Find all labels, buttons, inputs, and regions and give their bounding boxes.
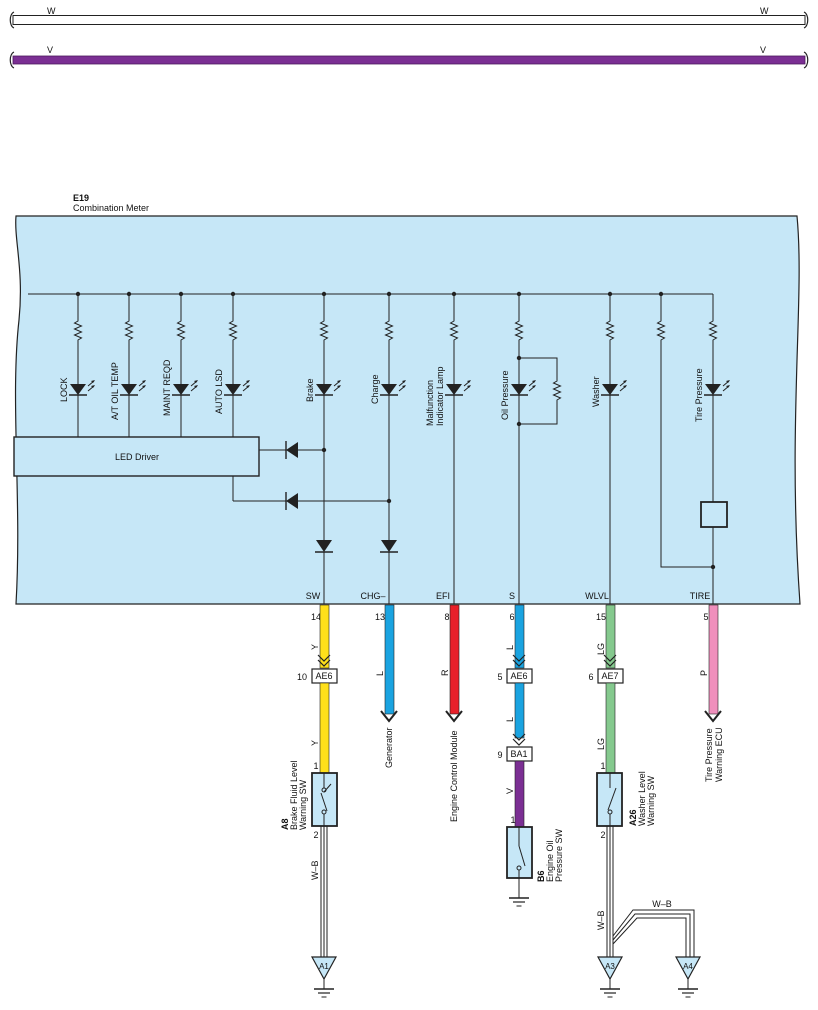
- wire-s-color-mid: L: [505, 717, 515, 722]
- indicator-lock: LOCK: [59, 294, 96, 437]
- pin-efi: 8: [444, 612, 449, 622]
- led-driver-label: LED Driver: [115, 452, 159, 462]
- bus-w-label-right: W: [760, 6, 769, 16]
- meter-code: E19: [73, 193, 89, 203]
- indicator-lock-label: LOCK: [59, 377, 69, 402]
- indicator-at-oil-temp-label: A/T OIL TEMP: [110, 362, 120, 420]
- indicator-at-oil-temp: A/T OIL TEMP: [110, 294, 147, 437]
- connector-ae6-a-pin: 10: [297, 672, 307, 682]
- indicator-auto-lsd-label: AUTO LSD: [214, 369, 224, 414]
- a26-code: A26: [628, 809, 638, 826]
- indicator-washer-label: Washer: [591, 376, 601, 407]
- indicator-brake: Brake: [305, 294, 342, 604]
- indicator-mil-label-1: Malfunction: [425, 380, 435, 426]
- a8-code: A8: [280, 818, 290, 830]
- indicator-brake-label: Brake: [305, 378, 315, 402]
- wire-chg-color: L: [375, 671, 385, 676]
- indicator-maint-reqd-label: MAINT REQD: [162, 359, 172, 416]
- wire-sw-color-bottom: Y: [310, 740, 320, 746]
- a8-name-1: Brake Fluid Level: [289, 760, 299, 830]
- b6-name-1: Engine Oil: [545, 840, 555, 882]
- wire-efi: R Engine Control Module: [440, 604, 463, 822]
- a26-pin-bottom: 2: [600, 830, 605, 840]
- wire-sw-color-top: Y: [310, 644, 320, 650]
- wire-tire-color: P: [699, 670, 709, 676]
- bus-w: W W: [9, 6, 809, 29]
- wire-s-color-top: L: [505, 645, 515, 650]
- wire-s-color-bottom: V: [505, 788, 515, 794]
- destination-ecm: Engine Control Module: [449, 730, 459, 822]
- wire-s: L AE6 5 L BA1 9 V: [497, 604, 533, 829]
- connector-ba1-pin: 9: [497, 750, 502, 760]
- component-a8: 1 2 A8 Brake Fluid Level Warning SW W–B …: [280, 760, 338, 998]
- connector-ae6-b-pin: 5: [497, 672, 502, 682]
- bus-v-label-left: V: [47, 45, 53, 55]
- connector-ae6-b-id: AE6: [510, 671, 527, 681]
- indicator-washer: Washer: [591, 294, 628, 604]
- bus-v: V V: [9, 45, 809, 69]
- a26-name-2: Warning SW: [646, 775, 656, 826]
- destination-tpms-1: Tire Pressure: [704, 728, 714, 782]
- terminal-efi: EFI: [436, 591, 450, 601]
- meter-panel: [14, 215, 801, 605]
- ground-a4: A4: [683, 962, 693, 971]
- destination-tpms-2: Warning ECU: [714, 727, 724, 782]
- component-a26: 1 2 A26 Washer Level Warning SW W–B W–B …: [596, 761, 702, 998]
- meter-name: Combination Meter: [73, 203, 149, 213]
- a8-pin-bottom: 2: [313, 830, 318, 840]
- pin-tire: 5: [703, 612, 708, 622]
- bus-v-label-right: V: [760, 45, 766, 55]
- wire-wlvl-ground-color: W–B: [596, 910, 606, 930]
- wire-chg: L Generator: [375, 604, 398, 768]
- pin-chg: 13: [375, 612, 385, 622]
- indicator-charge-label: Charge: [370, 374, 380, 404]
- connector-ba1-id: BA1: [510, 749, 527, 759]
- indicator-oil-pressure-label: Oil Pressure: [500, 370, 510, 420]
- indicator-oil-pressure: Oil Pressure: [500, 294, 561, 604]
- b6-pin-top: 1: [510, 815, 515, 825]
- wire-wlvl-branch-color: W–B: [652, 899, 672, 909]
- indicator-charge: Charge: [370, 294, 407, 604]
- terminal-sw: SW: [306, 591, 321, 601]
- terminal-chg: CHG–: [360, 591, 385, 601]
- wire-sw-ground-color: W–B: [310, 860, 320, 880]
- component-b6: 1 B6 Engine Oil Pressure SW: [506, 815, 564, 907]
- indicator-maint-reqd: MAINT REQD: [162, 294, 199, 437]
- pin-sw: 14: [311, 612, 321, 622]
- pin-wlvl: 15: [596, 612, 606, 622]
- indicator-mil-label-2: Indicator Lamp: [435, 366, 445, 426]
- destination-generator: Generator: [384, 727, 394, 768]
- connector-ae6-a-id: AE6: [315, 671, 332, 681]
- wire-wlvl: LG AE7 6 LG: [588, 604, 624, 774]
- terminal-wlvl: WLVL: [585, 591, 609, 601]
- b6-code: B6: [536, 870, 546, 882]
- a26-pin-top: 1: [600, 761, 605, 771]
- ground-a3: A3: [605, 962, 615, 971]
- ground-a1: A1: [319, 962, 329, 971]
- indicator-mil: Malfunction Indicator Lamp: [425, 294, 472, 604]
- terminal-tire: TIRE: [690, 591, 711, 601]
- terminal-s: S: [509, 591, 515, 601]
- wire-wlvl-color-bottom: LG: [596, 738, 606, 750]
- wire-wlvl-color-top: LG: [596, 643, 606, 655]
- indicator-tire-pressure-label: Tire Pressure: [694, 368, 704, 422]
- wire-efi-color: R: [440, 669, 450, 676]
- a26-name-1: Washer Level: [637, 771, 647, 826]
- indicator-tire-pressure: Tire Pressure: [657, 294, 731, 604]
- bus-w-label-left: W: [47, 6, 56, 16]
- b6-name-2: Pressure SW: [554, 828, 564, 882]
- wire-tire: P Tire Pressure Warning ECU: [699, 604, 724, 782]
- connector-ae7-id: AE7: [601, 671, 618, 681]
- pin-s: 6: [509, 612, 514, 622]
- connector-ae7-pin: 6: [588, 672, 593, 682]
- a8-name-2: Warning SW: [298, 779, 308, 830]
- wire-sw: Y AE6 10 Y: [297, 604, 338, 774]
- led-driver-box: [13, 436, 260, 477]
- indicator-auto-lsd: AUTO LSD: [214, 294, 251, 437]
- a8-pin-top: 1: [313, 761, 318, 771]
